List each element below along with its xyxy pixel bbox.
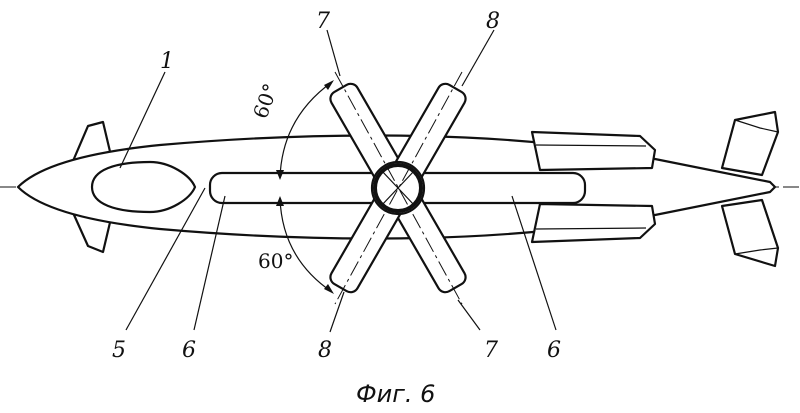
canopy — [90, 160, 197, 214]
arrowhead-upper-top — [324, 80, 334, 90]
angle-arc-upper — [279, 81, 333, 179]
figure-caption: Фиг. 6 — [356, 380, 435, 408]
tail-fin-lower-edge — [734, 247, 779, 255]
label-part-7-lower: 7 — [484, 338, 498, 363]
leader-6-right — [511, 195, 557, 331]
hub-cross-2 — [380, 169, 416, 207]
label-part-8-lower: 8 — [318, 338, 332, 363]
angle-label-upper: 60° — [248, 80, 283, 122]
rotor-hub-ring — [373, 163, 423, 213]
tail-fin-upper — [720, 110, 780, 177]
label-part-6-right: 6 — [547, 338, 561, 363]
leader-8-lower — [329, 291, 345, 333]
rear-pod-lower — [530, 202, 657, 244]
rear-pod-lower-seam — [535, 227, 647, 230]
label-part-1: 1 — [160, 49, 174, 74]
leader-8-upper — [461, 29, 495, 87]
label-part-7-upper: 7 — [316, 9, 330, 34]
arm-7-axis — [334, 71, 463, 305]
label-part-5: 5 — [112, 338, 126, 363]
angle-label-lower: 60° — [258, 249, 293, 273]
leader-1 — [119, 71, 166, 169]
arrowhead-upper-bottom — [276, 170, 284, 180]
leader-7-upper — [326, 29, 341, 77]
arm-8-axis — [334, 71, 463, 305]
rear-pod-upper-seam — [535, 144, 647, 147]
leader-6-left — [193, 195, 226, 331]
tail-fin-lower — [720, 198, 780, 268]
angle-arc-lower — [279, 197, 333, 293]
leader-5 — [125, 187, 206, 331]
leader-7-lower — [457, 299, 481, 331]
tail-fin-upper-edge — [734, 119, 779, 133]
label-part-6-left: 6 — [182, 338, 196, 363]
rotor-star — [329, 71, 467, 305]
arrowhead-lower-bottom — [324, 284, 334, 294]
rear-pod-upper — [530, 130, 657, 172]
label-part-8-upper: 8 — [486, 9, 500, 34]
arrowhead-lower-top — [276, 196, 284, 206]
